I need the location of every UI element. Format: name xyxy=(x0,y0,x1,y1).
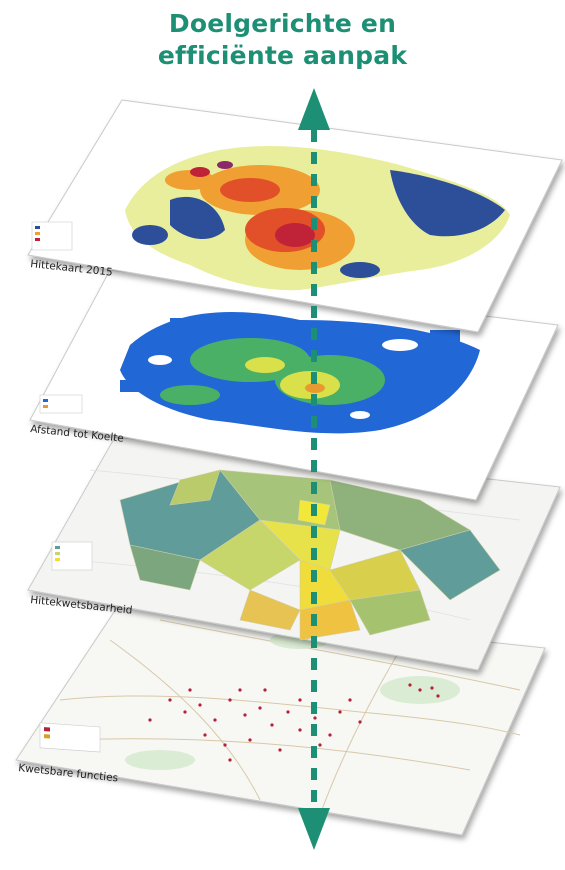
layer-kwetsbare-functies: Kwetsbare functies xyxy=(15,602,546,836)
cooling-distance-orange xyxy=(305,383,325,393)
layer-hittekaart-2015: Hittekaart 2015 xyxy=(27,99,563,333)
map-legend xyxy=(39,394,83,414)
heat-map-hottest-zones xyxy=(190,167,315,247)
map-legend xyxy=(51,541,93,571)
cooling-distance-white-gaps xyxy=(148,339,418,419)
vulnerable-function-markers xyxy=(148,683,440,762)
focus-arrow xyxy=(298,88,330,850)
arrow-up-icon xyxy=(298,88,330,130)
layer-hittekwetsbaarheid: Hittekwetsbaarheid xyxy=(27,436,561,671)
vulnerability-districts xyxy=(119,469,501,641)
title-line-2: efficiënte aanpak xyxy=(157,41,408,70)
map-legend xyxy=(31,221,73,251)
heat-map-cool-zones xyxy=(132,170,505,278)
street-network xyxy=(59,619,521,816)
title-line-1: Doelgerichte en xyxy=(168,9,397,38)
arrow-down-icon xyxy=(298,808,330,850)
map-legend xyxy=(39,722,101,753)
heat-map-extreme-zones xyxy=(217,161,233,169)
layer-afstand-tot-koelte: Afstand tot Koelte xyxy=(29,269,559,501)
